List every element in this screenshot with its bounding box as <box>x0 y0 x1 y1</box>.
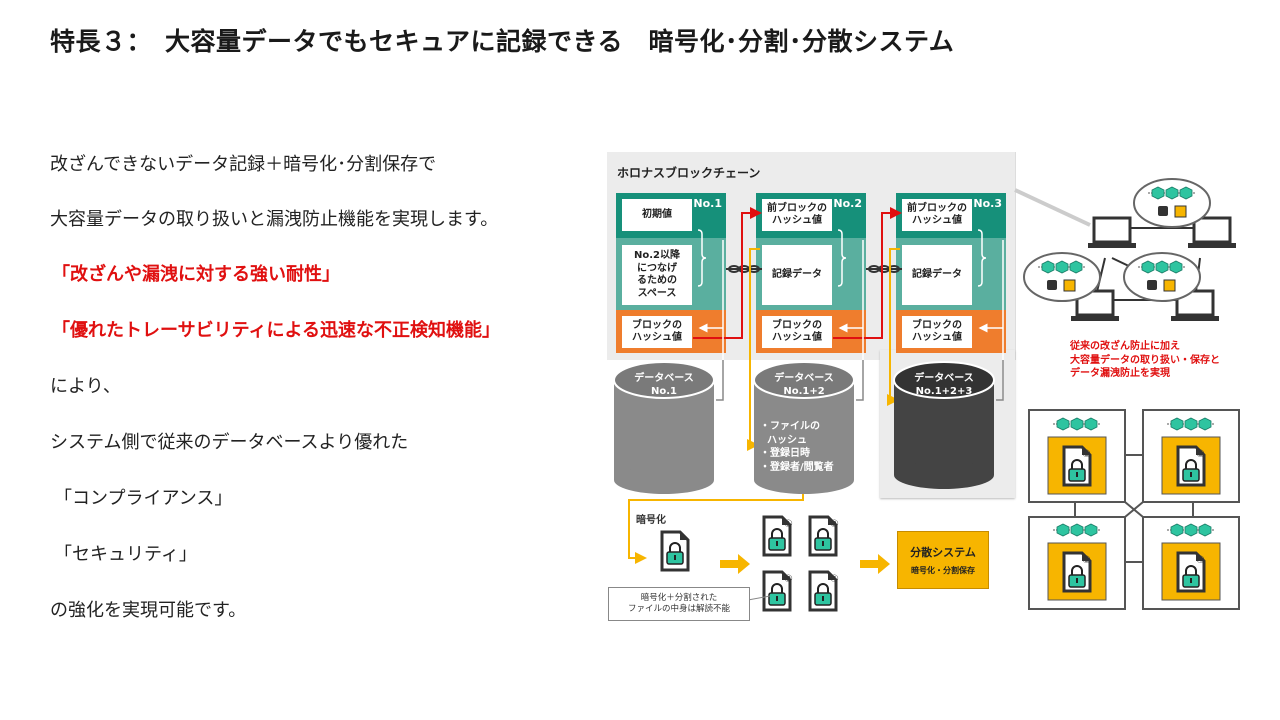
block-hash-box: ブロックの ハッシュ値 <box>902 316 972 348</box>
block-number: No.3 <box>973 197 1002 210</box>
database-label-2: データベース No.1+2 <box>774 373 834 397</box>
database-cylinder-2 <box>753 361 855 494</box>
record-data-box: 記録データ <box>902 245 972 305</box>
node-bubble <box>1133 178 1211 228</box>
encryption-note: 暗号化＋分割された ファイルの中身は解読不能 <box>608 587 750 621</box>
item-security: 「セキュリティ」 <box>54 544 197 565</box>
block-hash-box: ブロックの ハッシュ値 <box>622 316 692 348</box>
block-number: No.1 <box>693 197 722 210</box>
node-bubble <box>1023 252 1101 302</box>
database-label-3: データベース No.1+2+3 <box>914 373 974 397</box>
block-3: No.3 前ブロックの ハッシュ値 記録データ ブロックの ハッシュ値 <box>896 193 1006 353</box>
hash-link-arrow <box>833 207 902 339</box>
text-closing: の強化を実現可能です。 <box>50 600 247 621</box>
record-data-box: 記録データ <box>762 245 832 305</box>
prev-hash-box: 前ブロックの ハッシュ値 <box>902 199 972 231</box>
highlight-traceability: 「優れたトレーサビリティによる迅速な不正検知機能」 <box>52 320 501 341</box>
fragment-number: ④ <box>830 574 839 585</box>
db-item: ハッシュ <box>760 434 807 446</box>
db-item: ・登録日時 <box>760 448 810 459</box>
node-number: ② <box>1196 449 1205 460</box>
encrypted-file-icon <box>660 530 690 572</box>
database-cylinder-1 <box>613 361 715 494</box>
database-label-1: データベース No.1 <box>634 373 694 397</box>
distributed-system-subtitle: 暗号化・分割保存 <box>911 566 975 575</box>
blockchain-title: ホロナスブロックチェーン <box>617 166 761 180</box>
slide-title: 特長３： 大容量データでもセキュアに記録できる 暗号化･分割･分散システム <box>50 27 955 56</box>
block-1: No.1 初期値 No.2以降 につなげ るための スペース ブロックの ハッシ… <box>616 193 726 353</box>
chain-link-icon <box>866 265 902 273</box>
node-number: ④ <box>1196 555 1205 566</box>
network-note-line: 従来の改ざん防止に加え <box>1070 341 1180 352</box>
block-2: No.2 前ブロックの ハッシュ値 記録データ ブロックの ハッシュ値 <box>756 193 866 353</box>
network-note-line: 大容量データの取り扱い・保存と <box>1070 354 1220 366</box>
text-system-side: システム側で従来のデータベースより優れた <box>50 432 409 453</box>
intro-line-2: 大容量データの取り扱いと漏洩防止機能を実現します。 <box>50 209 499 230</box>
prev-hash-box: 前ブロックの ハッシュ値 <box>762 199 832 231</box>
space-box: No.2以降 につなげ るための スペース <box>622 245 692 305</box>
node-3 <box>1047 524 1107 601</box>
laptop-icon <box>1086 216 1138 250</box>
db-item: ・登録者/閲覧者 <box>760 461 834 473</box>
block-hash-box: ブロックの ハッシュ値 <box>762 316 832 348</box>
fragment-number: ③ <box>784 574 793 585</box>
database-contents-list: ・ファイルの ハッシュ ・登録日時 ・登録者/閲覧者 <box>760 420 834 474</box>
intro-line-1: 改ざんできないデータ記録＋暗号化･分割保存で <box>50 154 437 175</box>
node-2 <box>1161 418 1221 495</box>
fragment-number: ① <box>784 519 793 530</box>
highlight-tamper-resistance: 「改ざんや漏洩に対する強い耐性」 <box>52 264 340 285</box>
node-number: ① <box>1082 449 1091 460</box>
network-note-line: データ漏洩防止を実現 <box>1070 368 1170 379</box>
block-number: No.2 <box>833 197 862 210</box>
node-number: ③ <box>1082 555 1091 566</box>
encryption-label: 暗号化 <box>636 515 666 526</box>
node-4 <box>1161 524 1221 601</box>
fragment-number: ② <box>830 519 839 530</box>
item-compliance: 「コンプライアンス」 <box>54 488 233 509</box>
distributed-system-title: 分散システム <box>910 546 976 559</box>
node-bubble <box>1123 252 1201 302</box>
arrow-right-icon <box>860 554 890 574</box>
network-note: 従来の改ざん防止に加え 大容量データの取り扱い・保存と データ漏洩防止を実現 <box>1070 340 1220 381</box>
distributed-system-box: 分散システム 暗号化・分割保存 <box>897 531 989 589</box>
hash-link-arrow <box>693 207 762 339</box>
arrow-right-icon <box>720 554 750 574</box>
chain-link-icon <box>726 265 762 273</box>
initial-value-box: 初期値 <box>622 199 692 231</box>
text-niyori: により、 <box>50 376 121 397</box>
db-item: ・ファイルの <box>760 421 820 432</box>
database-cylinder-3 <box>893 361 995 489</box>
node-1 <box>1047 418 1107 495</box>
